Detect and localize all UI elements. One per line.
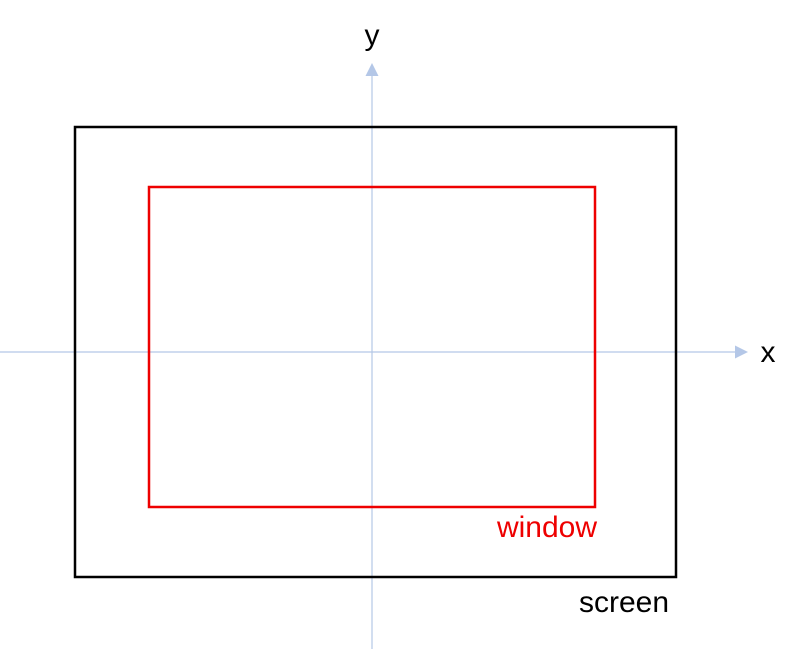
x-axis-arrowhead [735, 345, 748, 359]
x-axis-label: x [761, 336, 776, 369]
window-label: window [496, 511, 597, 544]
screen-rectangle [73, 125, 678, 579]
window-rectangle [147, 185, 597, 509]
y-axis-arrowhead [365, 63, 379, 76]
y-axis-label: y [365, 19, 380, 52]
screen-label: screen [579, 586, 669, 619]
